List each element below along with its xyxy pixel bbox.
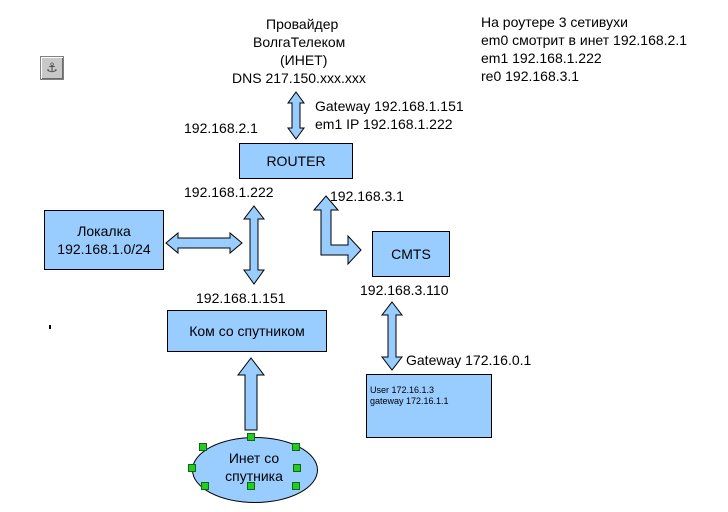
ip-router-wan: 192.168.2.1 <box>184 120 258 136</box>
selection-handle[interactable] <box>292 443 300 451</box>
router-node[interactable]: ROUTER <box>239 143 353 179</box>
selection-handle[interactable] <box>247 433 255 441</box>
router-notes-title: На роутере 3 сетивухи <box>481 14 628 30</box>
selection-handle[interactable] <box>201 482 209 490</box>
router-label: ROUTER <box>266 153 326 169</box>
lan-label: Локалка <box>77 223 131 239</box>
satellite-inet-line2: спутника <box>225 468 283 484</box>
arrow-cmts-user <box>380 301 404 371</box>
ip-cmts: 192.168.3.110 <box>360 282 449 298</box>
ip-router-em1: 192.168.1.222 <box>184 184 274 200</box>
cmts-node[interactable]: CMTS <box>372 231 450 277</box>
sat-pc-label: Ком со спутником <box>189 323 305 339</box>
ip-router-re0: 192.168.3.1 <box>330 188 404 204</box>
arrow-satellite-up <box>236 357 266 431</box>
satellite-inet-line1: Инет со <box>228 450 280 466</box>
user-ip: User 172.16.1.3 <box>370 385 435 395</box>
arrow-lan-link <box>165 231 243 255</box>
provider-inet: (ИНЕТ) <box>280 52 328 68</box>
selection-handle[interactable] <box>293 464 301 472</box>
router-notes-re0: re0 192.168.3.1 <box>481 68 580 84</box>
ip-sat-pc: 192.168.1.151 <box>196 290 286 306</box>
router-em1-note: em1 IP 192.168.1.222 <box>315 116 453 132</box>
provider-name: ВолгаТелеком <box>253 34 346 50</box>
selection-handle[interactable] <box>247 482 255 490</box>
arrow-router-satpc <box>242 205 266 285</box>
selection-handle[interactable] <box>199 443 207 451</box>
anchor-icon[interactable]: ⚓ <box>40 56 64 80</box>
stray-mark <box>49 325 51 329</box>
lan-node[interactable]: Локалка 192.168.1.0/24 <box>44 210 164 270</box>
router-notes-em1: em1 192.168.1.222 <box>481 50 602 66</box>
selection-handle[interactable] <box>292 482 300 490</box>
selection-handle[interactable] <box>188 464 196 472</box>
router-notes-em0: em0 смотрит в инет 192.168.2.1 <box>481 32 688 48</box>
arrow-provider-router <box>287 91 305 140</box>
provider-label: Провайдер <box>266 16 339 32</box>
cmts-gateway-label: Gateway 172.16.0.1 <box>406 352 532 368</box>
sat-pc-node[interactable]: Ком со спутником <box>167 310 327 352</box>
provider-dns: DNS 217.150.xxx.xxx <box>232 70 366 86</box>
user-gateway: gateway 172.16.1.1 <box>370 396 449 406</box>
arrow-router-cmts <box>312 195 362 266</box>
cmts-label: CMTS <box>391 246 431 262</box>
satellite-inet-label: Инет со спутника <box>192 449 316 485</box>
user-node[interactable]: User 172.16.1.3 gateway 172.16.1.1 <box>366 374 492 438</box>
router-gateway-note: Gateway 192.168.1.151 <box>315 98 464 114</box>
lan-subnet: 192.168.1.0/24 <box>57 241 151 257</box>
